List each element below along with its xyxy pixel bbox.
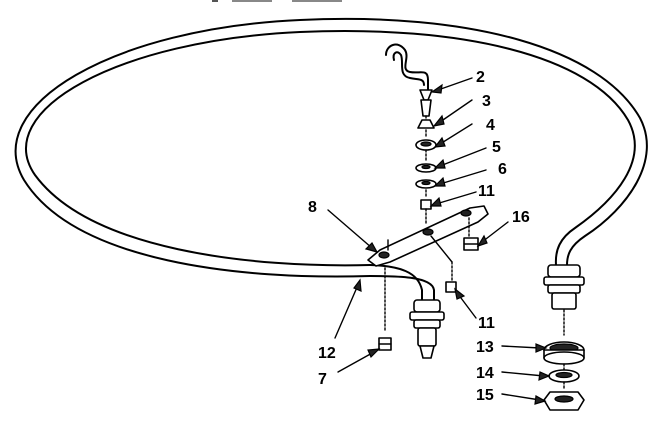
- callout-13: 13: [476, 339, 494, 356]
- callout-8: 8: [308, 199, 317, 216]
- heating-element-tube: [14, 17, 648, 301]
- callout-2: 2: [476, 69, 485, 86]
- clip-part-16: [463, 217, 479, 251]
- cropped-header-marks: [212, 0, 342, 2]
- callout-14: 14: [476, 365, 494, 382]
- callout-16: 16: [512, 209, 530, 226]
- callout-7: 7: [318, 371, 327, 388]
- leader-lines: [327, 77, 551, 405]
- center-part-stack: [415, 89, 437, 226]
- callout-12: 12: [318, 345, 336, 362]
- mounting-bracket: [367, 205, 489, 331]
- screw-part-7: [378, 337, 392, 351]
- callout-4: 4: [486, 117, 495, 134]
- callout-11-top: 11: [478, 183, 495, 200]
- right-terminal: [543, 264, 585, 336]
- callout-6: 6: [498, 161, 507, 178]
- terminal-hardware-stack: [543, 341, 585, 411]
- callout-3: 3: [482, 93, 491, 110]
- left-terminal: [409, 299, 445, 359]
- callout-15: 15: [476, 387, 494, 404]
- sensor-hook: [385, 43, 429, 91]
- callout-11-bottom: 11: [478, 315, 495, 332]
- callout-labels: 2 3 4 5 6 11 8 16 11 12 7 13 14 15: [308, 69, 530, 404]
- callout-5: 5: [492, 139, 501, 156]
- nut-part-11: [445, 281, 457, 293]
